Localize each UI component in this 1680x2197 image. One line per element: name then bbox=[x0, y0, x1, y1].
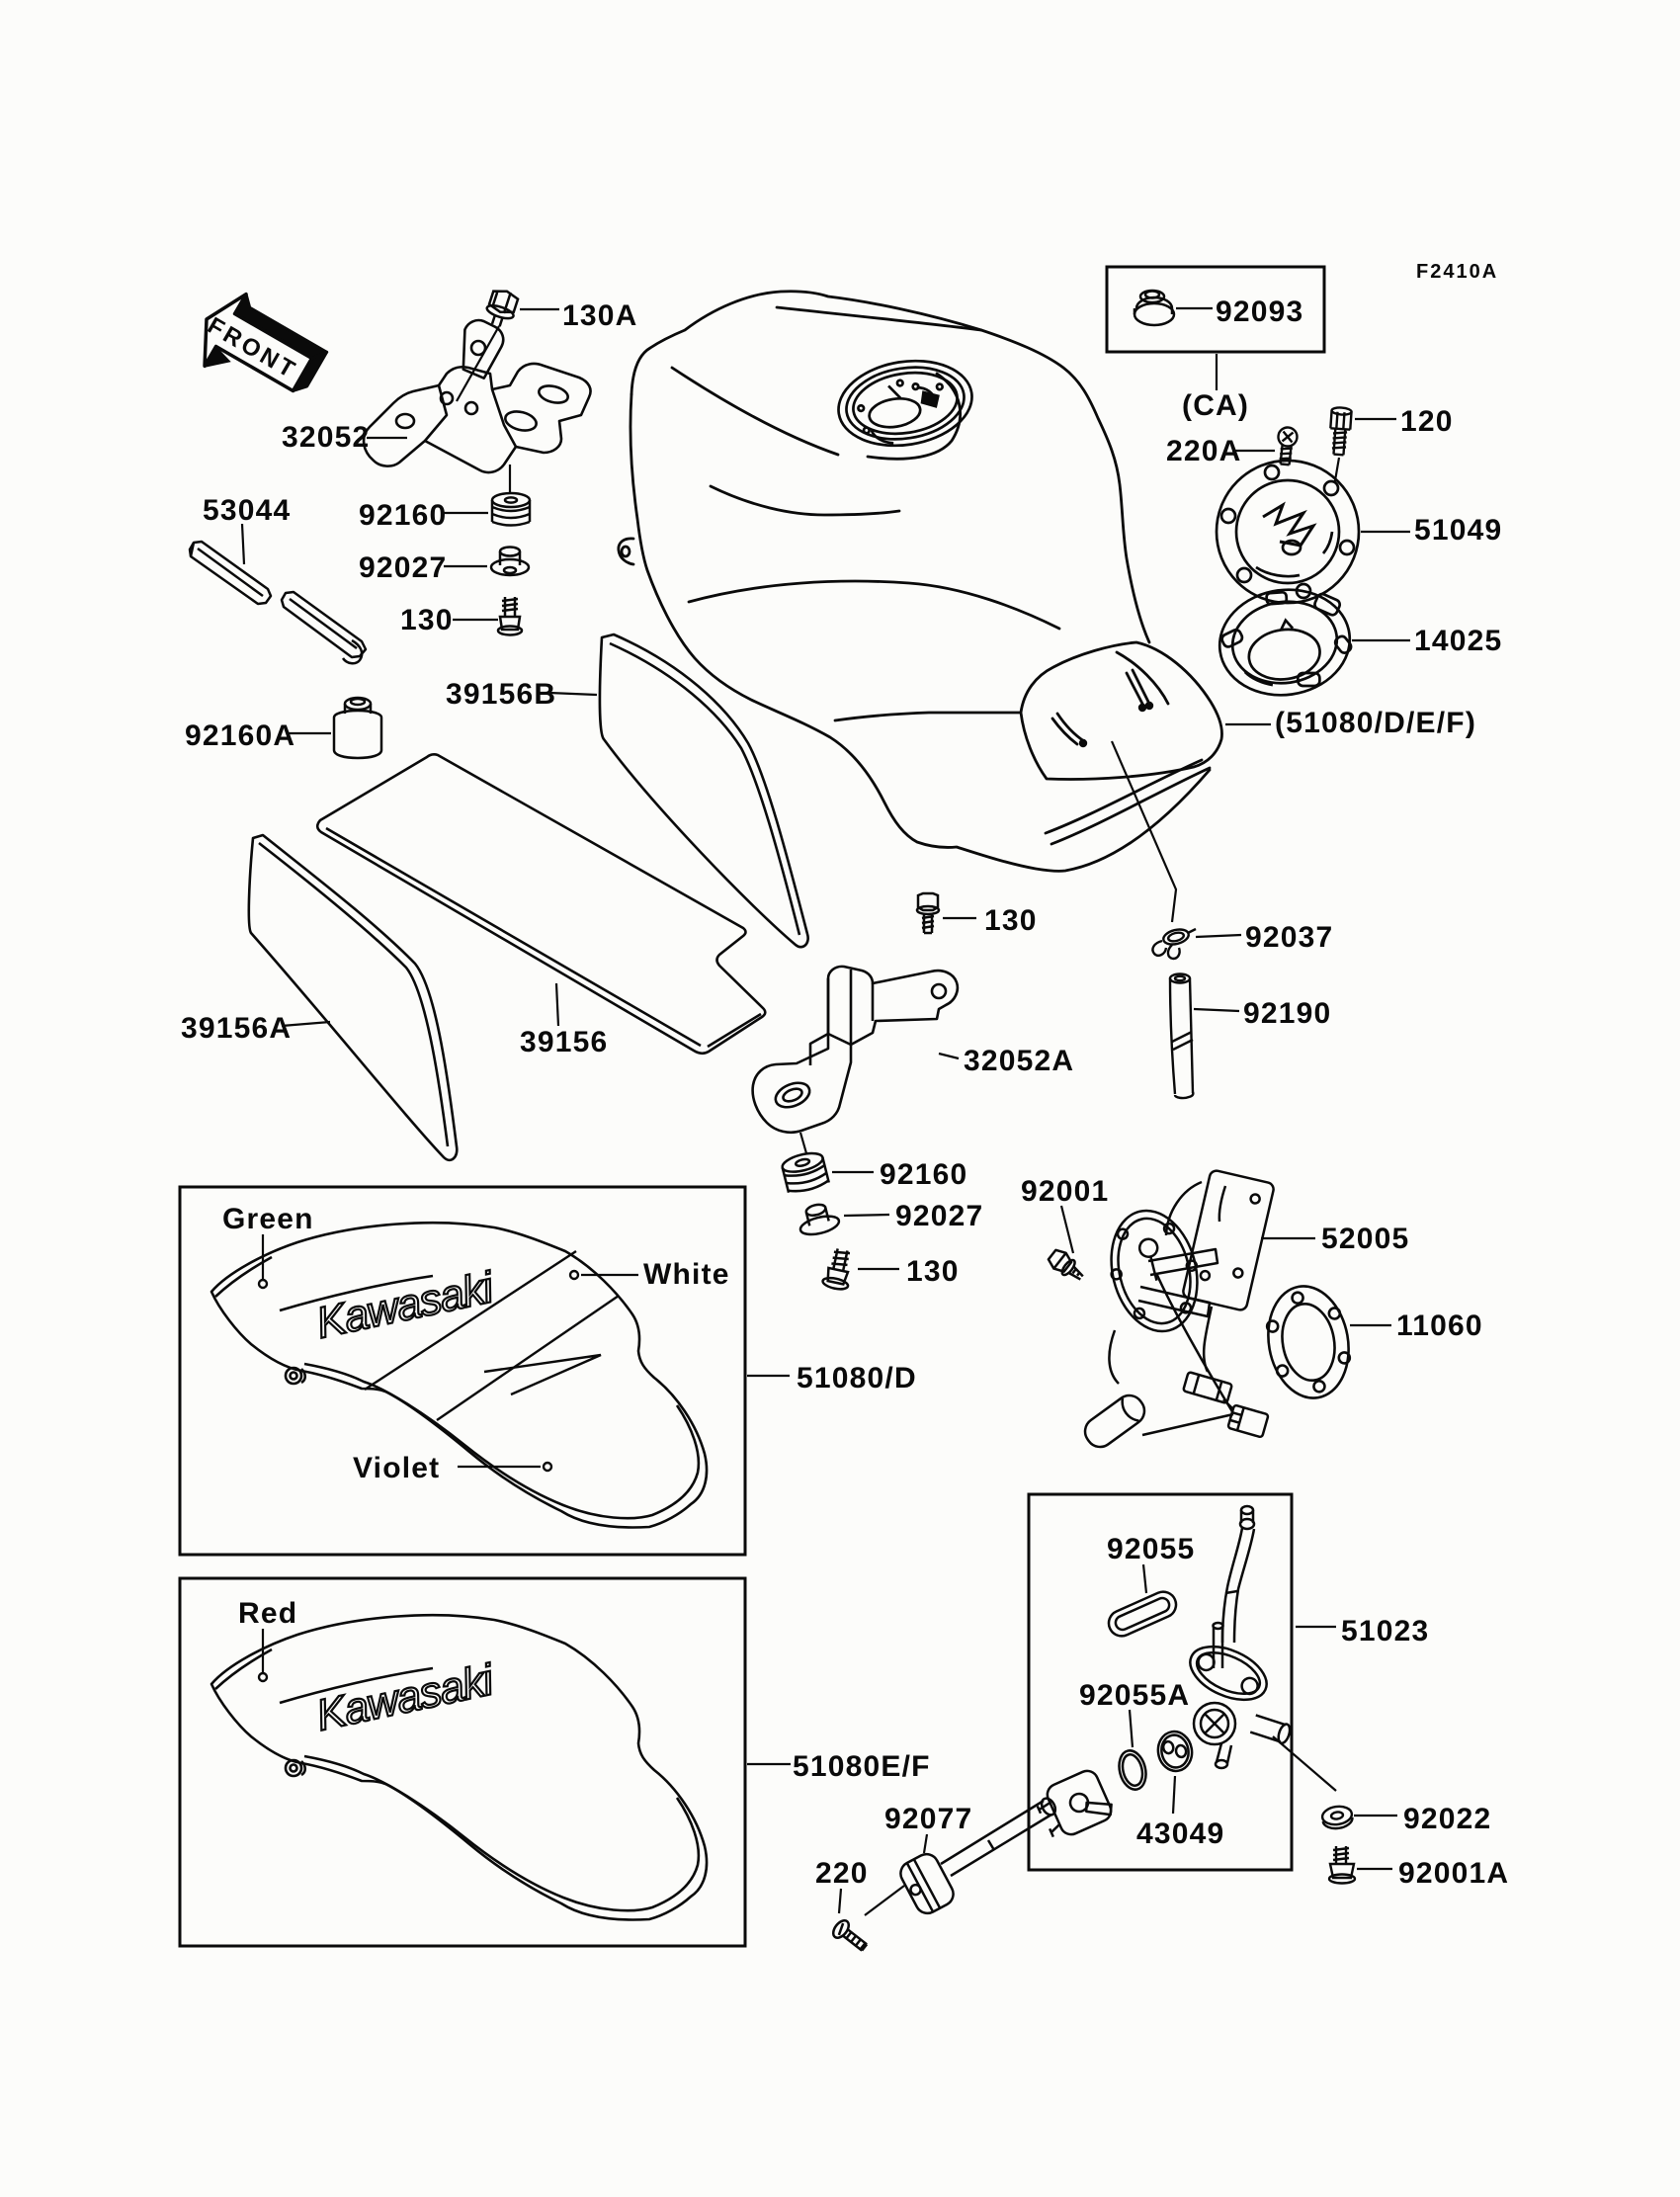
svg-text:51023: 51023 bbox=[1341, 1615, 1429, 1648]
svg-text:Violet: Violet bbox=[353, 1452, 440, 1484]
svg-text:92027: 92027 bbox=[359, 551, 447, 584]
svg-text:39156A: 39156A bbox=[181, 1012, 292, 1045]
svg-text:11060: 11060 bbox=[1396, 1310, 1483, 1342]
svg-text:92027: 92027 bbox=[895, 1200, 983, 1232]
svg-text:92055A: 92055A bbox=[1079, 1679, 1190, 1712]
svg-text:92093: 92093 bbox=[1216, 296, 1303, 328]
svg-text:(51080/D/E/F): (51080/D/E/F) bbox=[1275, 707, 1476, 739]
svg-text:220: 220 bbox=[815, 1857, 869, 1890]
svg-text:130A: 130A bbox=[562, 299, 638, 332]
svg-text:92077: 92077 bbox=[884, 1803, 972, 1835]
svg-text:92190: 92190 bbox=[1243, 997, 1331, 1030]
svg-text:White: White bbox=[643, 1258, 730, 1291]
svg-text:92160: 92160 bbox=[359, 499, 447, 532]
svg-text:32052: 32052 bbox=[282, 421, 370, 454]
svg-text:39156: 39156 bbox=[520, 1026, 608, 1058]
svg-text:Red: Red bbox=[238, 1597, 297, 1630]
svg-text:92055: 92055 bbox=[1107, 1533, 1195, 1565]
svg-text:53044: 53044 bbox=[203, 494, 291, 527]
svg-text:(CA): (CA) bbox=[1182, 389, 1249, 422]
svg-text:92022: 92022 bbox=[1403, 1803, 1491, 1835]
svg-text:92001A: 92001A bbox=[1398, 1857, 1509, 1890]
svg-text:92037: 92037 bbox=[1245, 921, 1333, 954]
svg-text:Kawasaki: Kawasaki bbox=[312, 1263, 499, 1348]
svg-text:51080E/F: 51080E/F bbox=[793, 1750, 931, 1783]
svg-text:43049: 43049 bbox=[1136, 1817, 1224, 1850]
svg-text:F2410A: F2410A bbox=[1416, 261, 1498, 283]
svg-text:130: 130 bbox=[400, 604, 454, 636]
svg-text:92160: 92160 bbox=[880, 1158, 967, 1191]
svg-text:220A: 220A bbox=[1166, 435, 1242, 467]
svg-text:130: 130 bbox=[906, 1255, 960, 1288]
svg-text:14025: 14025 bbox=[1414, 625, 1502, 657]
svg-text:39156B: 39156B bbox=[446, 678, 556, 711]
svg-text:32052A: 32052A bbox=[964, 1045, 1074, 1077]
svg-text:92160A: 92160A bbox=[185, 719, 295, 752]
svg-text:52005: 52005 bbox=[1321, 1223, 1409, 1255]
svg-text:Kawasaki: Kawasaki bbox=[312, 1655, 499, 1740]
svg-text:51049: 51049 bbox=[1414, 514, 1502, 547]
svg-text:92001: 92001 bbox=[1021, 1175, 1109, 1208]
svg-text:130: 130 bbox=[984, 904, 1038, 937]
svg-text:51080/D: 51080/D bbox=[797, 1362, 917, 1394]
svg-text:Green: Green bbox=[222, 1203, 314, 1235]
svg-text:120: 120 bbox=[1400, 405, 1454, 438]
